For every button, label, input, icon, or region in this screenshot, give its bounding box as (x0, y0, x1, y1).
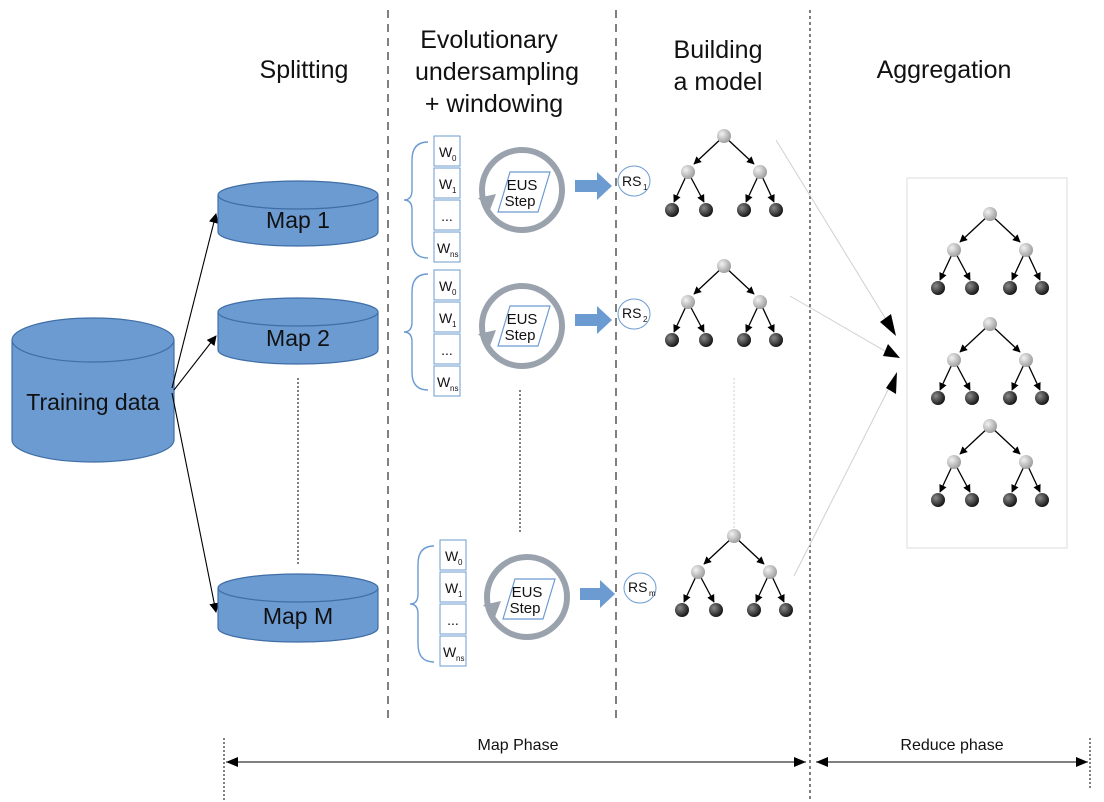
window-subscript: 0 (458, 558, 463, 567)
map-label-1: Map 1 (266, 207, 330, 233)
aggregation-box (906, 177, 1068, 549)
window-ellipsis: ... (441, 342, 453, 358)
rs-node-1 (617, 165, 651, 197)
split-arrows (171, 213, 220, 613)
eus-step-label-2: Step (510, 600, 541, 617)
window-subscript: 0 (452, 288, 457, 297)
rs-node-2 (617, 298, 651, 330)
blue-arrow-icon (580, 580, 615, 608)
training-data-cylinder: Training data (11, 317, 175, 463)
rs-node-m (623, 572, 657, 604)
eus-group-2: W 0 W 1 ... W ns EUS Step RS 2 (403, 269, 651, 397)
ellipsis-lines (297, 378, 521, 566)
blue-arrow-icon (575, 172, 612, 200)
map-phase-span: Map Phase (226, 737, 806, 767)
window-box (433, 167, 461, 199)
window-box (433, 365, 461, 397)
window-subscript: ns (450, 250, 458, 259)
window-box (439, 539, 467, 571)
window-box (433, 231, 461, 263)
loop-arrow-icon (479, 283, 565, 369)
window-subscript: 1 (458, 590, 463, 599)
model-tree-2 (665, 259, 783, 347)
window-box (439, 635, 467, 667)
window-label: W (439, 310, 453, 326)
column-separators (387, 10, 617, 720)
rs-subscript-2: 2 (643, 315, 648, 324)
eus-step-box (497, 305, 551, 347)
aggregation-arrowheads (880, 314, 900, 394)
window-subscript: ns (456, 654, 464, 663)
rs-subscript-m: m (649, 589, 656, 598)
window-label: W (437, 240, 451, 256)
loop-arrow-icon (484, 554, 570, 640)
window-box (433, 135, 461, 167)
eus-step-box (502, 578, 556, 620)
window-box (433, 301, 461, 333)
window-subscript: 1 (452, 186, 457, 195)
eus-group-m: W 0 W 1 ... W ns EUS Step RS m (409, 539, 657, 667)
reduce-phase-label: Reduce phase (900, 737, 1003, 754)
window-ellipsis: ... (441, 208, 453, 224)
window-label: W (443, 644, 457, 660)
eus-step-label-1: EUS (507, 177, 538, 194)
eus-step-label-2: Step (505, 193, 536, 210)
header-eus-line3: + windowing (425, 90, 563, 118)
window-subscript: ns (450, 384, 458, 393)
aggregation-arrows (775, 139, 893, 577)
window-label: W (437, 374, 451, 390)
eus-step-label-1: EUS (507, 311, 538, 328)
header-splitting: Splitting (260, 56, 349, 84)
map-label-m: Map M (263, 603, 333, 629)
training-data-label: Training data (26, 389, 160, 415)
window-ellipsis: ... (447, 612, 459, 628)
rs-subscript-1: 1 (643, 183, 648, 192)
window-label: W (439, 176, 453, 192)
header-eus-line2: undersampling (415, 58, 579, 86)
rs-label-2: RS (622, 305, 641, 321)
header-aggregation: Aggregation (877, 56, 1012, 84)
window-box (439, 603, 467, 635)
window-box (433, 269, 461, 301)
window-label: W (445, 580, 459, 596)
window-label: W (439, 144, 453, 160)
eus-step-box (497, 171, 551, 213)
blue-arrow-icon (575, 306, 612, 334)
header-eus-line1: Evolutionary (420, 26, 558, 54)
map-cylinder-2: Map 2 (217, 297, 379, 365)
rs-label-m: RS (628, 579, 647, 595)
map-phase-label: Map Phase (478, 737, 559, 754)
eus-step-label-2: Step (505, 327, 536, 344)
header-building-line1: Building (674, 36, 763, 64)
loop-arrow-icon (479, 147, 565, 233)
map-cylinder-m: Map M (217, 573, 379, 643)
window-label: W (445, 548, 459, 564)
model-tree-m (675, 529, 793, 617)
window-box (439, 571, 467, 603)
window-subscript: 1 (452, 320, 457, 329)
window-box (433, 199, 461, 231)
eus-group-1: W 0 W 1 ... W ns EUS Step RS 1 (403, 135, 651, 263)
window-subscript: 0 (452, 154, 457, 163)
reduce-phase-span: Reduce phase (816, 737, 1088, 767)
window-box (433, 333, 461, 365)
map-cylinder-1: Map 1 (217, 180, 379, 247)
eus-step-label-1: EUS (512, 584, 543, 601)
header-building-line2: a model (674, 68, 763, 96)
rs-label-1: RS (622, 173, 641, 189)
map-label-2: Map 2 (266, 325, 330, 351)
model-tree-1 (665, 129, 783, 217)
window-label: W (439, 278, 453, 294)
